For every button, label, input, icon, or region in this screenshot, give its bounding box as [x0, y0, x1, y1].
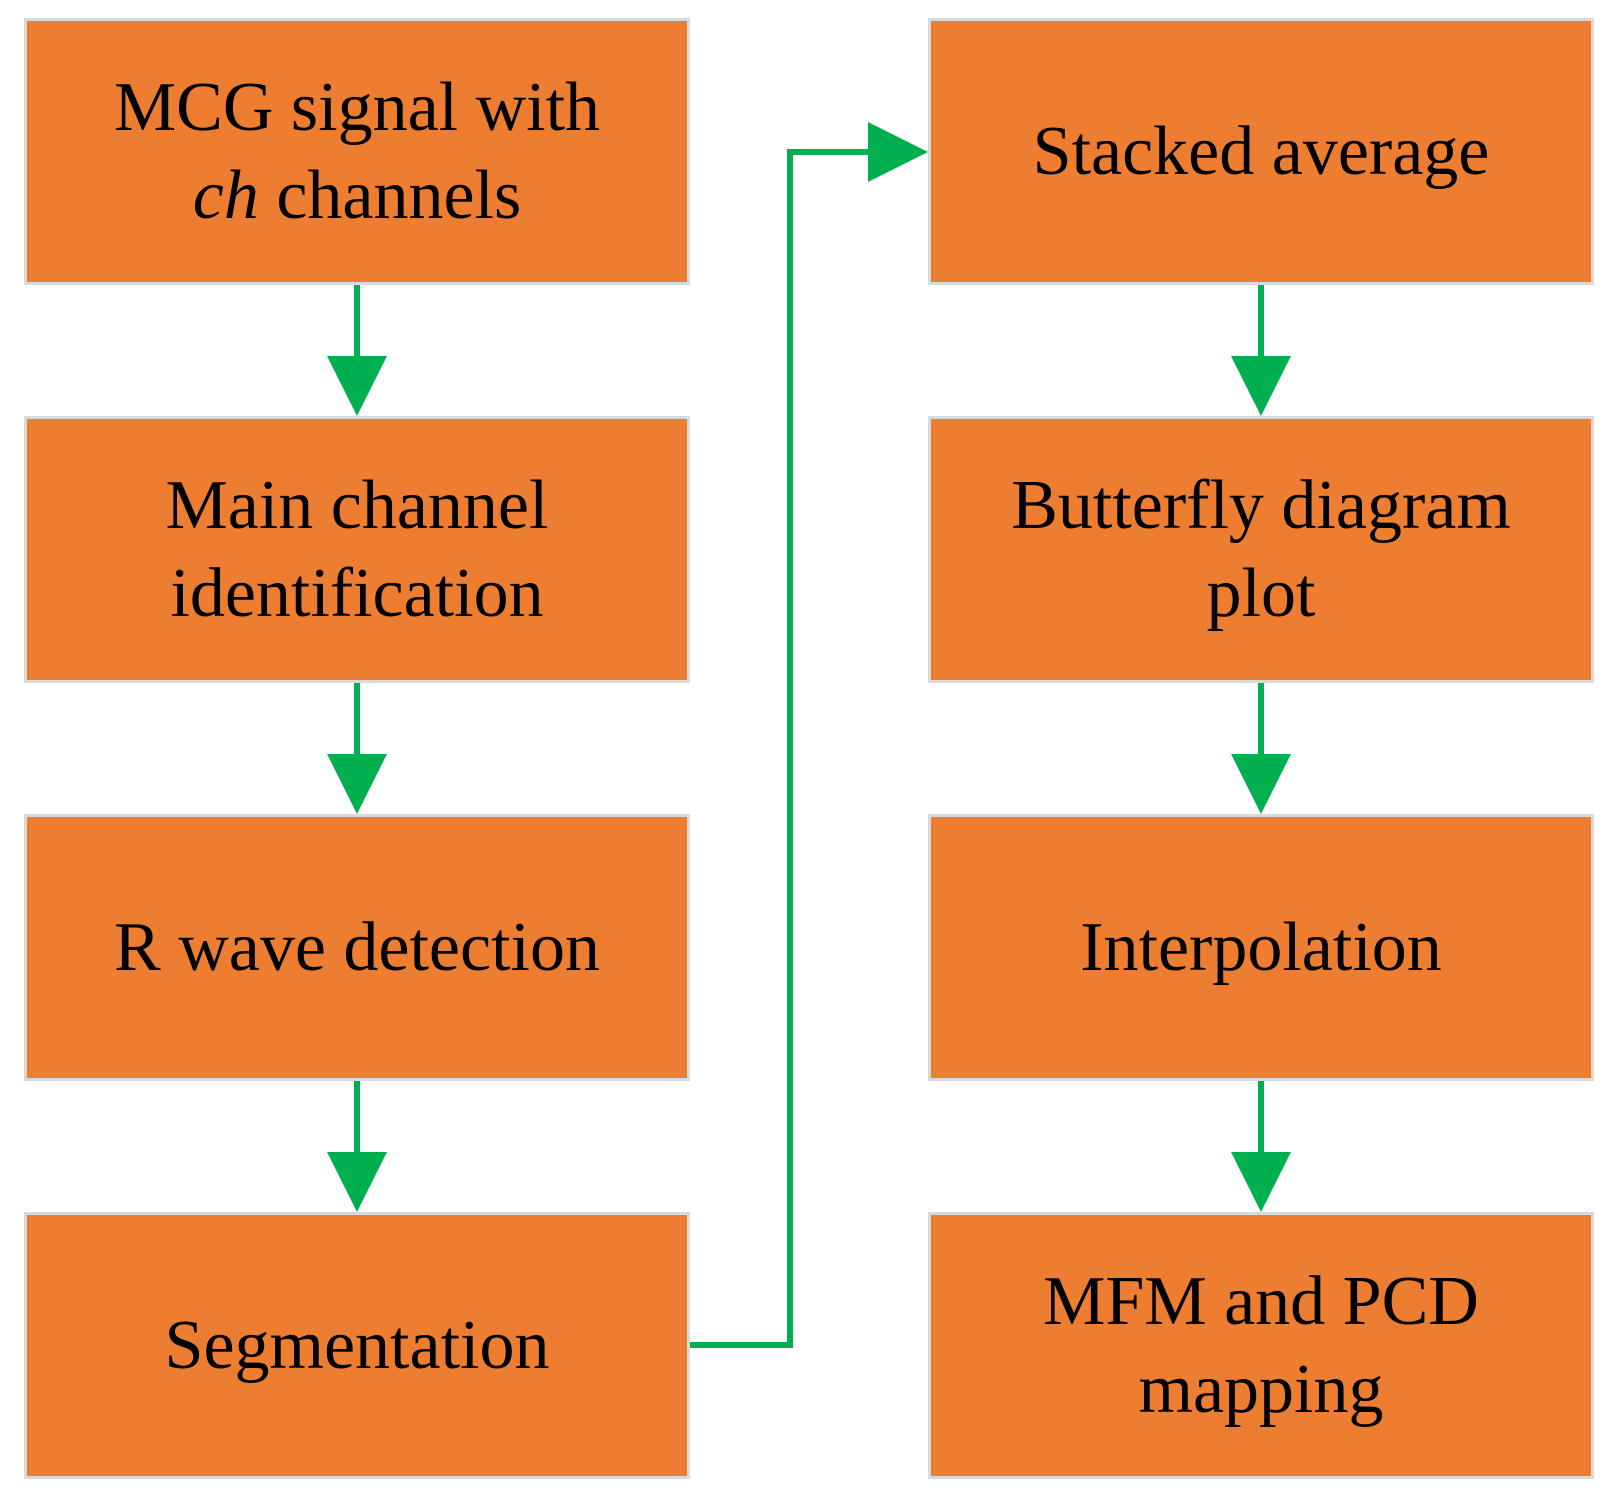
step-mfm-line1: MFM and PCD — [1043, 1262, 1479, 1340]
step-r-wave-detection: R wave detection — [24, 814, 690, 1081]
arrow-seg-to-stacked — [690, 149, 872, 1348]
step-mcg-signal-line2: ch channels — [114, 152, 600, 240]
arrowhead-7 — [1231, 1152, 1291, 1212]
arrowhead-5 — [1231, 356, 1291, 416]
step-interpolation: Interpolation — [928, 814, 1594, 1081]
step-butterfly-line1: Butterfly diagram — [1011, 466, 1511, 544]
arrowhead-4 — [868, 122, 928, 182]
channels-text: channels — [258, 156, 522, 234]
step-r-wave-label: R wave detection — [114, 908, 600, 986]
arrowhead-1 — [327, 356, 387, 416]
step-segmentation: Segmentation — [24, 1212, 690, 1479]
step-mcg-signal: MCG signal with ch channels — [24, 18, 690, 285]
step-butterfly-line2: plot — [1206, 554, 1316, 632]
step-stacked-average: Stacked average — [928, 18, 1594, 285]
arrowhead-3 — [327, 1152, 387, 1212]
step-mfm-pcd-mapping: MFM and PCD mapping — [928, 1212, 1594, 1479]
arrowhead-2 — [327, 754, 387, 814]
step-interpolation-label: Interpolation — [1080, 908, 1442, 986]
step-main-channel-line1: Main channel — [165, 466, 549, 544]
arrowhead-6 — [1231, 754, 1291, 814]
step-main-channel-line2: identification — [170, 554, 544, 632]
step-segmentation-label: Segmentation — [164, 1306, 550, 1384]
step-stacked-average-label: Stacked average — [1032, 112, 1490, 190]
step-butterfly-diagram-plot: Butterfly diagram plot — [928, 416, 1594, 683]
step-main-channel-identification: Main channel identification — [24, 416, 690, 683]
step-mfm-line2: mapping — [1138, 1350, 1384, 1428]
step-mcg-signal-line1: MCG signal with — [113, 68, 601, 146]
ch-variable: ch — [192, 156, 259, 234]
